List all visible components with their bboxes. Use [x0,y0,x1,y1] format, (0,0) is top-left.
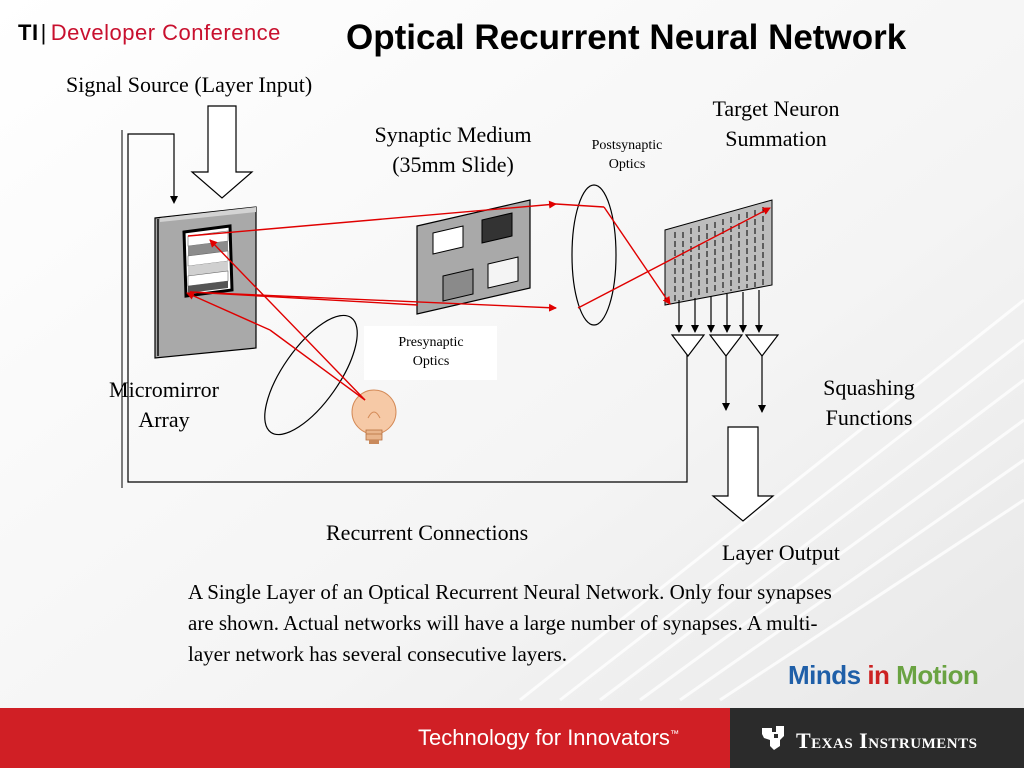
ti-bug-icon [762,726,784,750]
footer-tagline: Technology for Innovators™ [418,725,679,751]
presynaptic-label: Presynaptic Optics [380,333,482,371]
target-neuron-label: Target Neuron Summation [690,94,862,154]
target-neuron-line1: Target Neuron [712,96,840,121]
presynaptic-lens [264,314,358,436]
logo-motion: Motion [896,660,979,690]
presynaptic-label-box [364,326,497,380]
presynaptic-line2: Optics [412,354,450,369]
squashing-output-arrows [722,356,766,413]
footer-bar: Technology for Innovators™ Texas Instrum… [0,708,1024,768]
conference-brand: TI|Developer Conference [18,20,281,46]
postsynaptic-label: Postsynaptic Optics [576,136,678,174]
recurrent-connections-label: Recurrent Connections [326,520,529,545]
layer-output-label: Layer Output [722,540,840,565]
signal-source-label: Signal Source (Layer Input) [66,72,313,97]
brand-separator: | [40,20,47,45]
micromirror-array [154,206,257,359]
texas-instruments-wordmark: Texas Instruments [796,728,978,753]
trademark-symbol: ™ [669,728,679,739]
synaptic-medium-slide [416,199,531,315]
squashing-line2: Functions [825,405,913,430]
logo-in: in [860,660,897,690]
footer-red-band: Technology for Innovators™ [0,708,730,768]
recurrent-loop-line [127,133,688,483]
network-diagram [121,105,780,522]
output-arrow [711,426,775,522]
squashing-line1: Squashing [823,375,915,400]
micromirror-line2: Array [138,407,190,432]
squashing-triangles [670,334,780,357]
micromirror-line1: Micromirror [109,377,219,402]
brand-text: Developer Conference [50,20,281,45]
logo-minds: Minds [788,660,861,690]
squashing-label: Squashing Functions [795,373,943,433]
footer-tagline-text: Technology for Innovators [418,725,670,750]
page-title: Optical Recurrent Neural Network [346,18,907,57]
minds-in-motion-logo: Minds in Motion [788,660,979,691]
synaptic-medium-line1: Synaptic Medium [374,122,532,147]
light-bulb [351,389,397,444]
diagram-caption: A Single Layer of an Optical Recurrent N… [188,580,832,666]
presynaptic-line1: Presynaptic [398,335,464,350]
target-neuron-line2: Summation [725,126,827,151]
postsynaptic-lens [571,184,617,326]
postsynaptic-line2: Optics [608,157,646,172]
postsynaptic-line1: Postsynaptic [591,138,663,153]
target-neuron-panel [664,199,773,333]
input-arrow [190,105,254,199]
micromirror-label: Micromirror Array [84,375,244,435]
recurrent-loop-arrowhead [170,196,178,204]
footer-dark-band: Texas Instruments [730,708,1024,768]
synaptic-medium-line2: (35mm Slide) [392,152,514,177]
light-beams [186,200,771,401]
synaptic-medium-label: Synaptic Medium (35mm Slide) [344,120,562,180]
ti-brand-mark: TI [18,20,39,45]
